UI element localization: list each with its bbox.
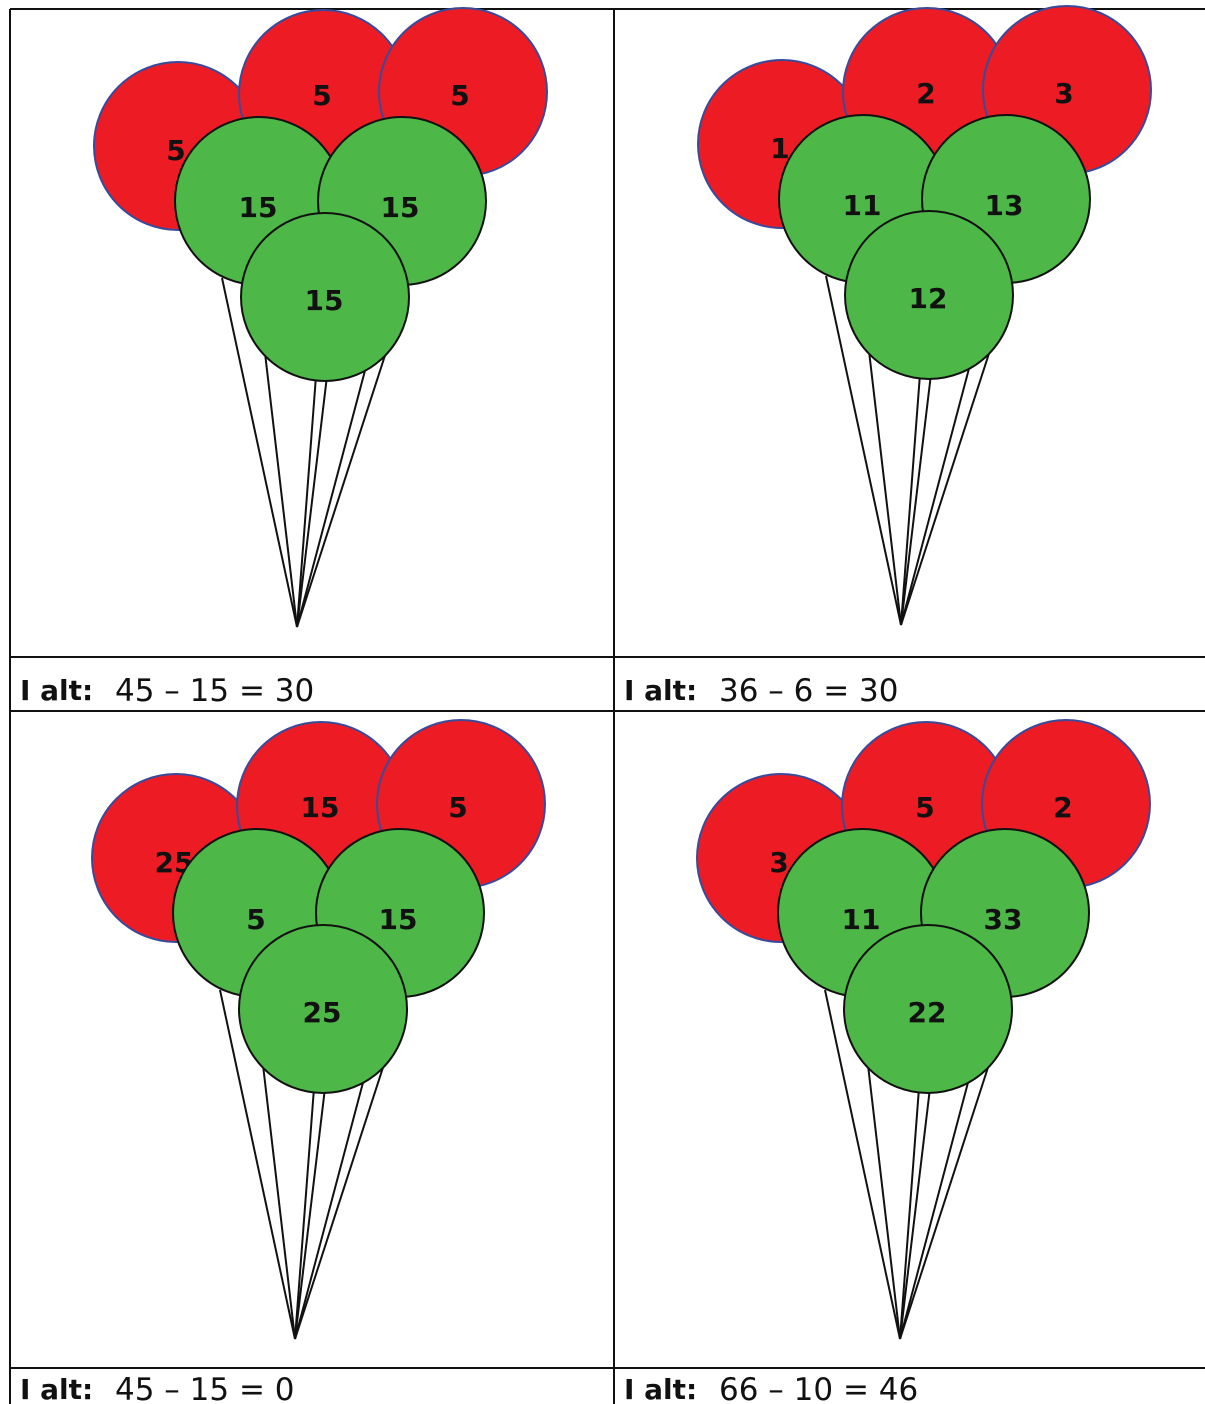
green-balloon: 22: [843, 924, 1013, 1094]
balloon-string: [900, 360, 972, 626]
red-balloon-number: 5: [312, 79, 331, 112]
balloon-string: [219, 989, 296, 1340]
green-balloon-number: 33: [984, 903, 1023, 936]
total-equation: 45 – 15 = 0: [115, 1372, 295, 1404]
green-balloon-shape: [240, 212, 410, 382]
balloon-string: [296, 362, 368, 628]
green-balloon-number: 25: [303, 996, 342, 1029]
red-balloon-number: 15: [301, 791, 340, 824]
green-balloon-number: 12: [909, 282, 948, 315]
balloon-string: [296, 339, 391, 628]
red-balloon-number: 2: [1053, 791, 1072, 824]
green-balloon-number: 11: [842, 903, 881, 936]
balloon-string: [899, 1087, 931, 1340]
balloon-string: [262, 1064, 296, 1340]
green-balloon: 15: [240, 212, 410, 382]
red-balloon-number: 5: [450, 79, 469, 112]
balloon-string: [899, 1074, 971, 1340]
balloon-strings: [825, 275, 995, 626]
green-balloon: 25: [238, 924, 408, 1094]
green-balloons: 5 15 25: [172, 828, 485, 1094]
balloon-string: [900, 373, 921, 626]
balloon-string: [296, 375, 328, 628]
balloon-string: [825, 275, 902, 626]
red-balloon-number: 2: [916, 77, 935, 110]
balloon-string: [294, 1074, 366, 1340]
green-balloon-number: 5: [246, 903, 265, 936]
green-balloon: 12: [844, 210, 1014, 380]
green-balloon-shape: [238, 924, 408, 1094]
green-balloon-number: 22: [908, 996, 947, 1029]
green-balloon-number: 15: [379, 903, 418, 936]
total-equation: 45 – 15 = 30: [115, 673, 314, 709]
balloon-string: [900, 337, 995, 626]
green-balloon-number: 15: [305, 284, 344, 317]
total-label: I alt:: [20, 1373, 93, 1404]
red-balloon-number: 3: [1054, 77, 1073, 110]
total-label: I alt:: [624, 674, 697, 707]
balloon-string: [294, 1087, 315, 1340]
balloon-strings: [219, 989, 389, 1340]
balloon-string: [294, 1087, 326, 1340]
green-balloons: 11 33 22: [777, 828, 1090, 1094]
red-balloon-number: 5: [915, 791, 934, 824]
total-equation: 66 – 10 = 46: [719, 1372, 918, 1404]
total-label: I alt:: [624, 1373, 697, 1404]
green-balloons: 15 15 15: [174, 116, 487, 382]
balloon-cell: 3 5 2 11 33 22 I alt: 66 – 10 = 46: [624, 719, 1151, 1404]
balloon-string: [900, 373, 932, 626]
total-equation: 36 – 6 = 30: [719, 673, 899, 709]
balloon-string: [899, 1087, 920, 1340]
red-balloon-number: 1: [770, 132, 789, 165]
balloon-string: [294, 1051, 389, 1340]
balloon-string: [824, 989, 901, 1340]
balloon-string: [899, 1051, 994, 1340]
grid-lines: [9, 8, 1205, 1404]
balloon-string: [296, 375, 317, 628]
green-balloon-number: 15: [381, 191, 420, 224]
green-balloon-shape: [843, 924, 1013, 1094]
balloon-string: [264, 352, 298, 628]
balloon-strings: [824, 989, 994, 1340]
balloon-cell: 25 15 5 5 15 25 I alt: 45 – 15 = 0: [20, 719, 546, 1404]
green-balloons: 11 13 12: [778, 114, 1091, 380]
green-balloon-number: 13: [985, 189, 1024, 222]
balloon-string: [868, 350, 902, 626]
red-balloon-number: 3: [769, 846, 788, 879]
balloon-cell: 5 5 5 15 15 15 I alt: 45 – 15 = 30: [20, 7, 548, 709]
total-label: I alt:: [20, 674, 93, 707]
green-balloon-number: 11: [843, 189, 882, 222]
red-balloon-number: 5: [166, 134, 185, 167]
balloon-string: [867, 1064, 901, 1340]
balloon-strings: [221, 277, 391, 628]
balloon-string: [221, 277, 298, 628]
green-balloon-number: 15: [239, 191, 278, 224]
green-balloon-shape: [844, 210, 1014, 380]
red-balloon-number: 5: [448, 791, 467, 824]
